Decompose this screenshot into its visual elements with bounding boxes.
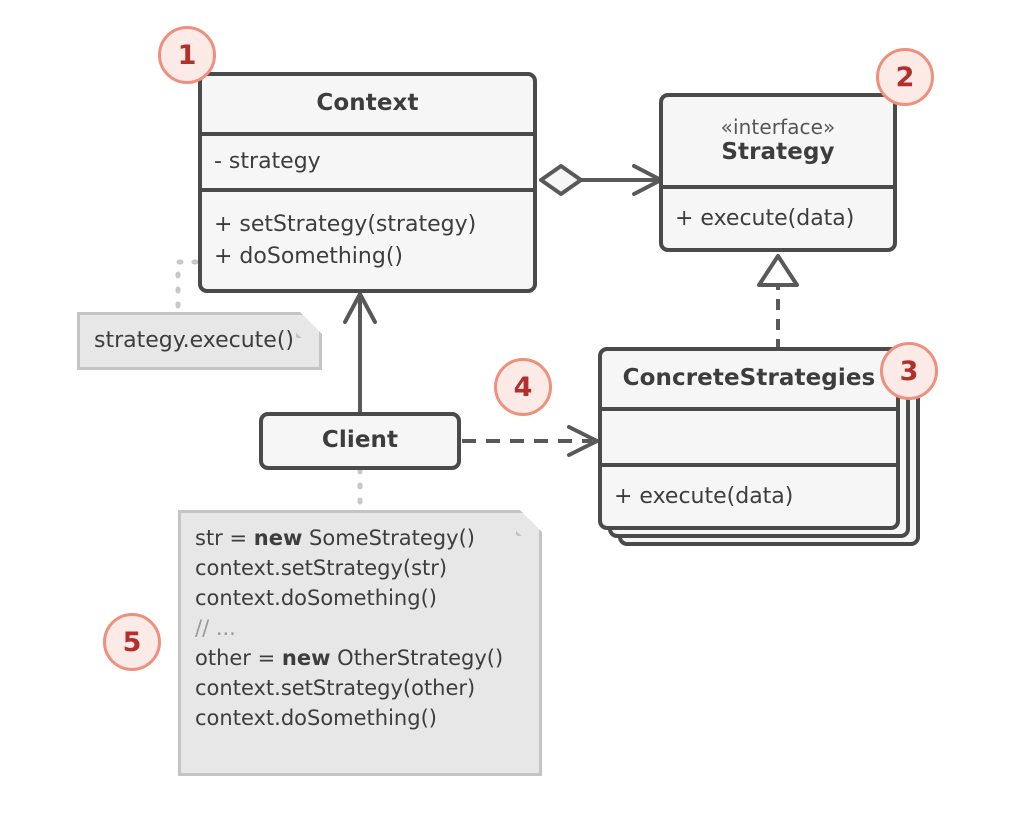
- note-code-line: context.setStrategy(str): [195, 556, 448, 581]
- note-fold-edge-icon: [516, 510, 542, 536]
- relation-realization-concrete-strategy: [757, 254, 799, 350]
- class-title-context: Context: [202, 76, 533, 132]
- badge-label: 5: [122, 626, 142, 658]
- note-code-line: other = new OtherStrategy(): [195, 646, 504, 671]
- class-fields-concrete-strategies: [602, 407, 896, 463]
- note-code-line: str = new SomeStrategy(): [195, 526, 475, 550]
- badge-5[interactable]: 5: [103, 613, 161, 671]
- note-client-code[interactable]: str = new SomeStrategy() context.setStrat…: [178, 510, 542, 776]
- class-title-strategy: «interface» Strategy: [663, 97, 893, 185]
- class-field: - strategy: [214, 149, 321, 175]
- class-methods-strategy: + execute(data): [663, 185, 893, 248]
- badge-1[interactable]: 1: [158, 26, 216, 84]
- note-code-text: str = new SomeStrategy() context.setStrat…: [181, 513, 539, 743]
- class-name-concrete-strategies: ConcreteStrategies: [622, 365, 876, 392]
- badge-2[interactable]: 2: [876, 48, 934, 106]
- class-stereotype-interface: «interface»: [720, 114, 836, 139]
- class-method: + setStrategy(strategy): [214, 212, 477, 238]
- note-text: strategy.execute(): [94, 328, 295, 353]
- note-code-keyword: new: [281, 646, 331, 671]
- note-code-line: // ...: [195, 616, 236, 641]
- class-title-client: Client: [263, 416, 457, 466]
- class-name-context: Context: [316, 90, 419, 117]
- class-box-strategy[interactable]: «interface» Strategy + execute(data): [659, 93, 897, 252]
- badge-4[interactable]: 4: [494, 358, 552, 416]
- note-code-line: context.doSomething(): [195, 586, 437, 611]
- class-title-concrete-strategies: ConcreteStrategies: [602, 351, 896, 407]
- class-methods-context: + setStrategy(strategy) + doSomething(): [202, 188, 533, 289]
- badge-label: 3: [899, 355, 919, 387]
- class-box-context[interactable]: Context - strategy + setStrategy(strateg…: [198, 72, 537, 293]
- note-context-behaviour[interactable]: strategy.execute(): [77, 312, 322, 370]
- class-box-concrete-strategies[interactable]: ConcreteStrategies + execute(data): [598, 347, 900, 530]
- class-method: + execute(data): [614, 483, 794, 509]
- class-method: + execute(data): [675, 205, 855, 231]
- class-method: + doSomething(): [214, 243, 403, 269]
- badge-label: 2: [895, 61, 915, 93]
- note-code-line: context.doSomething(): [195, 706, 437, 731]
- note-fold-edge-icon: [296, 312, 322, 338]
- badge-label: 1: [177, 39, 197, 71]
- note-code-keyword: new: [253, 526, 303, 550]
- class-name-client: Client: [321, 427, 399, 454]
- relation-aggregation-context-strategy: [539, 164, 663, 196]
- class-box-client[interactable]: Client: [259, 412, 461, 470]
- badge-3[interactable]: 3: [880, 342, 938, 400]
- relation-association-client-context: [343, 292, 377, 412]
- class-name-strategy: Strategy: [721, 138, 835, 165]
- note-code-line: context.setStrategy(other): [195, 676, 476, 701]
- relation-dependency-client-concrete: [462, 425, 599, 457]
- badge-label: 4: [513, 371, 533, 403]
- class-fields-context: - strategy: [202, 132, 533, 188]
- class-methods-concrete-strategies: + execute(data): [602, 463, 896, 526]
